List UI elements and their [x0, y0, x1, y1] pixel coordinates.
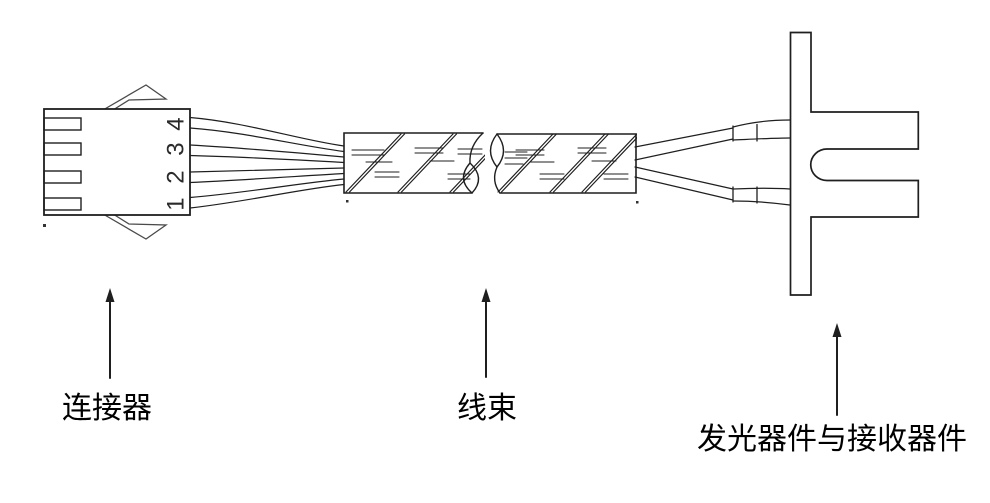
- wire: [189, 183, 345, 209]
- wrap-stripe: [449, 154, 485, 193]
- upper-ferrule: [732, 123, 758, 142]
- ink-dot: [43, 224, 46, 227]
- device-housing: [789, 31, 920, 296]
- dash-group: [515, 149, 555, 163]
- upper-sleeve: [732, 119, 791, 141]
- harness-left-stripes: [345, 133, 485, 193]
- wrap-stripe: [397, 133, 458, 193]
- wire: [189, 127, 345, 153]
- wire: [189, 116, 345, 147]
- connector-pin-1: [43, 197, 82, 211]
- dash-group: [351, 149, 393, 163]
- pin-number-1: 1: [163, 197, 190, 210]
- labels: 连接器 线束 发光器件与接收器件: [62, 392, 967, 456]
- dash-group: [504, 151, 528, 165]
- label-harness: 线束: [457, 392, 517, 425]
- callout-arrows: [105, 288, 842, 416]
- dash-group: [457, 148, 483, 155]
- diagram-linework: 1 2 3 4: [43, 31, 967, 456]
- dash-group: [447, 173, 471, 180]
- label-connector: 连接器: [62, 392, 152, 425]
- harness-left-break-curve: [469, 132, 484, 164]
- harness-left-dashes: [351, 147, 483, 180]
- harness-left-outline: [343, 132, 484, 194]
- connector-pin-4: [43, 117, 82, 131]
- harness-right-outline: [496, 133, 637, 194]
- wire: [634, 127, 734, 148]
- devices-arrow: [832, 323, 842, 416]
- connector-pin-3: [43, 142, 82, 156]
- wire: [189, 144, 345, 158]
- wire-fan-right: [634, 119, 791, 206]
- dash-group: [539, 173, 565, 180]
- connector: [43, 84, 191, 240]
- pin-number-4: 4: [163, 117, 190, 130]
- wire: [634, 138, 734, 161]
- harness-arrow: [481, 288, 491, 378]
- dash-group: [577, 147, 617, 162]
- arrow-up-icon: [105, 288, 115, 302]
- wrap-stripe: [497, 133, 558, 193]
- ink-dot: [346, 200, 349, 203]
- wrap-stripe: [581, 133, 637, 193]
- harness: [343, 132, 639, 204]
- wire: [189, 167, 345, 173]
- dash-group: [603, 173, 629, 180]
- ink-dot: [636, 201, 639, 204]
- harness-right-dashes: [504, 147, 629, 180]
- wire-fan-left: [189, 116, 345, 209]
- wire: [189, 154, 345, 164]
- wire: [634, 176, 734, 201]
- arrow-up-icon: [832, 323, 842, 337]
- pin-number-3: 3: [163, 142, 190, 155]
- wrap-stripe: [345, 133, 406, 193]
- connector-bottom-latch: [100, 213, 168, 240]
- connector-pin-numbers: 1 2 3 4: [163, 117, 190, 210]
- connector-top-latch: [100, 84, 168, 111]
- wire: [634, 166, 734, 190]
- label-devices: 发光器件与接收器件: [697, 423, 967, 456]
- dash-group: [414, 147, 455, 162]
- wire: [189, 172, 345, 184]
- connector-pin-2: [43, 170, 82, 184]
- lower-sleeve: [732, 187, 791, 206]
- dash-group: [374, 171, 400, 178]
- wrap-stripe: [549, 133, 610, 193]
- harness-right-break-leaf: [489, 133, 505, 168]
- pin-number-2: 2: [163, 170, 190, 183]
- connector-arrow: [105, 288, 115, 379]
- harness-right-stripes: [497, 133, 637, 193]
- arrow-up-icon: [481, 288, 491, 302]
- harness-right-break-curve: [493, 166, 501, 194]
- wire: [189, 178, 345, 199]
